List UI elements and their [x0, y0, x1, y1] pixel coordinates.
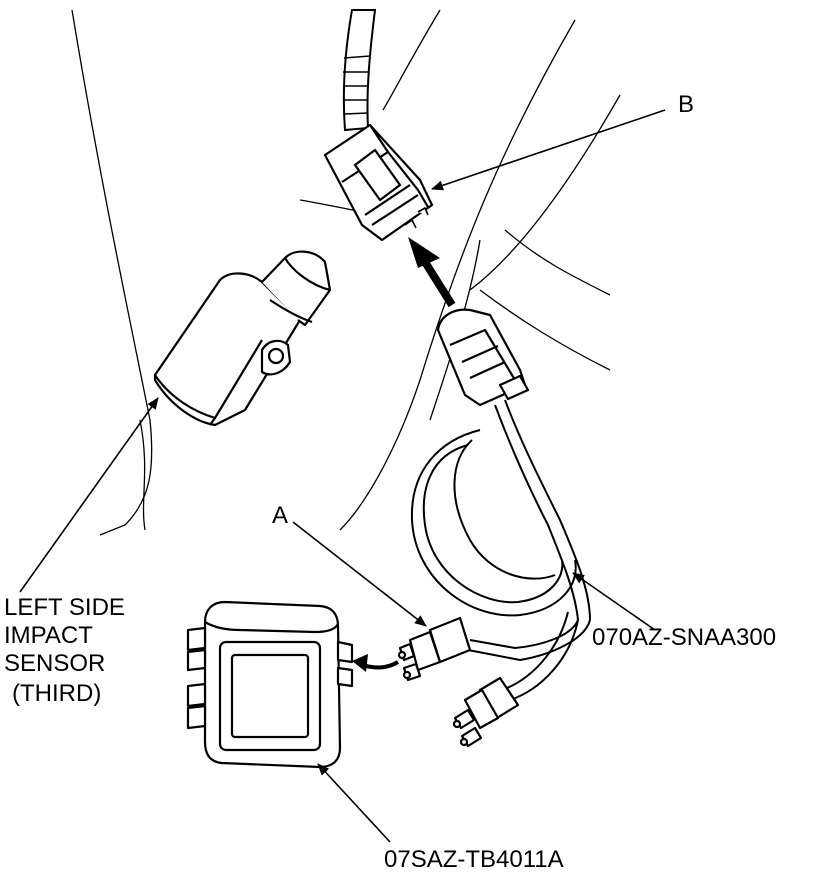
leader-b — [431, 109, 666, 191]
leader-box — [317, 763, 391, 843]
harness-part-number: 070AZ-SNAA300 — [592, 624, 777, 651]
connector-a — [397, 616, 472, 682]
harness-connector — [436, 308, 530, 407]
connect-arrow — [408, 237, 456, 308]
insert-arrow — [352, 654, 400, 672]
sensor-label-line1: LEFT SIDE — [4, 594, 125, 621]
callout-a: A — [272, 502, 289, 529]
upper-harness — [342, 9, 377, 132]
sensor-label-line3: SENSOR — [4, 650, 106, 677]
sensor-label-line2: IMPACT — [4, 622, 93, 649]
callout-b: B — [678, 91, 695, 118]
leader-harness — [572, 572, 656, 631]
test-box — [186, 600, 354, 769]
harness-coil — [410, 399, 591, 701]
connector-b — [323, 123, 434, 242]
leader-sensor — [19, 397, 159, 593]
leader-lines — [19, 109, 666, 843]
harness-plug-lower — [452, 676, 520, 748]
impact-sensor — [153, 250, 332, 427]
box-part-number: 07SAZ-TB4011A — [384, 846, 564, 873]
sensor-label-line4: (THIRD) — [12, 680, 102, 707]
leader-a — [292, 521, 427, 627]
